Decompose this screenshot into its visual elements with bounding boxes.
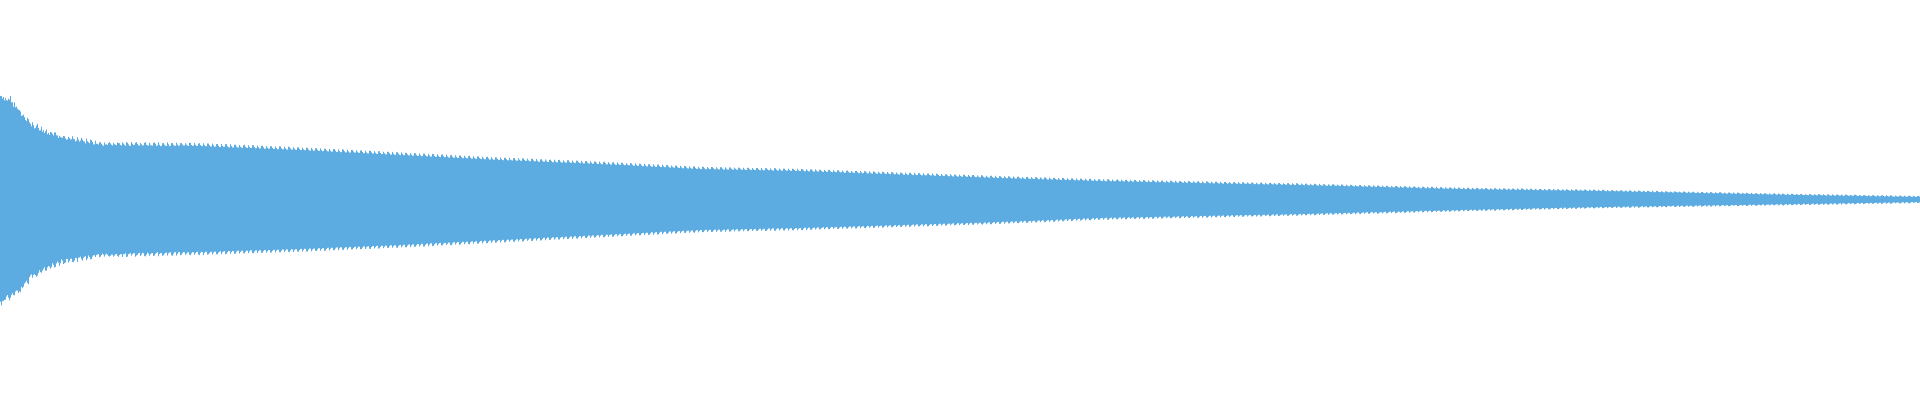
waveform-shape bbox=[0, 95, 1920, 306]
